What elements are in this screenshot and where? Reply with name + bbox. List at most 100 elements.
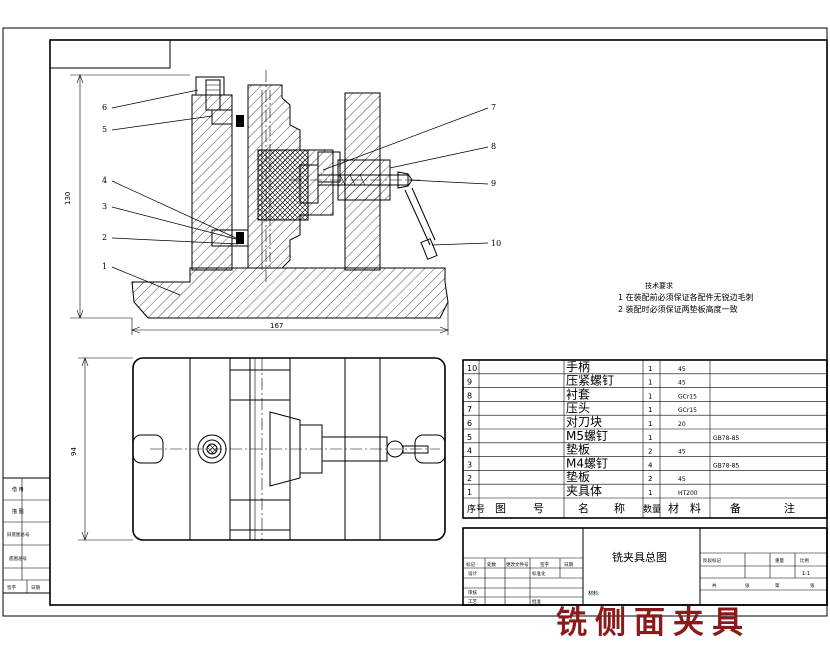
bom-cell-qty: 1 — [648, 379, 652, 387]
bom-header-8: 备 — [730, 501, 741, 515]
fixture-body-base — [131, 267, 449, 319]
tb-review: 审核 — [468, 589, 477, 596]
bom-cell-name: 垫板 — [566, 442, 590, 457]
bom-cell-no: 1 — [467, 488, 472, 497]
bom-header-1: 图 — [495, 502, 506, 515]
drawing-title: 铣夹具总图 — [612, 550, 667, 564]
bom-cell-note: GB78-85 — [713, 462, 739, 469]
bom-cell-qty: 1 — [648, 365, 652, 373]
bom-cell-name: M4螺钉 — [566, 456, 608, 470]
tb-process: 工艺 — [468, 599, 477, 605]
bom-header-0: 序号 — [467, 503, 485, 515]
tb-no: 第 — [775, 582, 780, 589]
bom-cell-name: 对刀块 — [566, 415, 602, 429]
bom-cell-no: 5 — [467, 433, 472, 442]
tb-approve: 批准 — [532, 598, 541, 605]
bom-cell-qty: 1 — [648, 420, 652, 428]
rev-h3: 签字 — [540, 561, 549, 568]
leader-label-5: 5 — [102, 125, 107, 134]
dim-height: 130 — [64, 192, 72, 205]
leader-label-6: 6 — [102, 103, 107, 112]
top-view: 94 — [70, 357, 446, 541]
leader-label-3: 3 — [102, 202, 107, 211]
strip-label-1: 描 图 — [12, 508, 24, 515]
title-block: 标记 处数 更改文件号 签字 日期 设计 审核 工艺 标准化 批准 材料: 铣夹… — [462, 527, 828, 606]
tb-stage: 阶段标记 — [703, 557, 721, 564]
bom-cell-material: 20 — [678, 421, 686, 428]
bom-cell-qty: 1 — [648, 434, 652, 442]
dim-depth: 94 — [70, 447, 78, 456]
tb-sheet: 张 — [810, 582, 815, 589]
bom-cell-qty: 1 — [648, 406, 652, 414]
bom-cell-material: GCr15 — [678, 393, 697, 400]
dim-width: 167 — [270, 322, 283, 330]
front-view: 130 167 6 5 4 3 2 1 7 8 9 10 — [64, 70, 501, 335]
bom-cell-no: 3 — [467, 460, 472, 469]
left-strip: 借 用 描 图 旧底图总号 底图总号 签字 日期 — [2, 477, 51, 594]
tech-item-2: 2 装配时必须保证两垫板高度一致 — [618, 304, 738, 314]
bom-header-6: 材 — [668, 501, 679, 515]
tech-heading: 技术要求 — [645, 281, 673, 290]
bom-cell-no: 8 — [467, 391, 472, 400]
corner-box — [49, 39, 171, 69]
strip-label-0: 借 用 — [12, 486, 24, 493]
bom-cell-no: 4 — [467, 447, 472, 456]
bom-cell-no: 2 — [467, 474, 472, 483]
bom-cell-material: 45 — [678, 476, 686, 483]
watermark-title: 铣侧面夹具 — [556, 605, 751, 641]
bom-cell-material: HT200 — [678, 490, 698, 497]
bom-cell-qty: 1 — [648, 392, 652, 400]
strip-label-4: 签字 — [7, 584, 16, 591]
leader-label-1: 1 — [102, 262, 107, 271]
bom-cell-no: 9 — [467, 378, 472, 387]
bom-header-5: 数量 — [643, 503, 661, 515]
bom-header-3: 名 — [578, 501, 589, 515]
rev-h4: 日期 — [564, 562, 573, 568]
strip-label-2: 旧底图总号 — [7, 531, 30, 538]
tech-item-1: 1 在装配前必须保证各配件无锐边毛刺 — [618, 292, 754, 302]
tb-weight: 重量 — [775, 557, 784, 564]
rev-h0: 标记 — [466, 561, 475, 568]
leader-label-9: 9 — [491, 179, 496, 188]
bom-cell-no: 10 — [467, 364, 477, 373]
rev-h1: 处数 — [487, 561, 496, 568]
strip-label-5: 日期 — [31, 585, 40, 591]
bom-cell-material: 45 — [678, 366, 686, 373]
bom-cell-name: 衬套 — [566, 387, 590, 401]
cutter-set-block — [195, 76, 225, 96]
bom-cell-name: M5螺钉 — [566, 429, 608, 443]
bom-header-7: 料 — [690, 501, 701, 515]
bom-cell-no: 7 — [467, 405, 472, 414]
tb-scale-h: 比例 — [800, 557, 809, 564]
leader-label-10: 10 — [491, 239, 501, 248]
bom-cell-no: 6 — [467, 419, 472, 428]
bom-cell-qty: 4 — [648, 461, 653, 469]
leader-label-7: 7 — [491, 103, 496, 112]
bom-cell-material: 45 — [678, 449, 686, 456]
bom-cell-qty: 2 — [648, 448, 652, 456]
bom-cell-material: 45 — [678, 380, 686, 387]
bom-cell-name: 压头 — [566, 401, 590, 415]
leader-label-8: 8 — [491, 142, 496, 151]
bom-cell-name: 手柄 — [566, 360, 590, 374]
handle — [404, 187, 436, 246]
bom-cell-name: 压紧螺钉 — [566, 374, 614, 388]
leader-label-2: 2 — [102, 233, 107, 242]
bom-cell-note: GB78-85 — [713, 435, 739, 442]
bom-header-9: 注 — [784, 501, 795, 515]
bom-cell-name: 垫板 — [566, 469, 590, 484]
bom-cell-material: GCr15 — [678, 407, 697, 414]
tb-sheets: 张 — [745, 582, 750, 589]
bom-cell-qty: 2 — [648, 475, 652, 483]
tb-scale: 1:1 — [802, 571, 810, 577]
tb-standard: 标准化 — [532, 570, 546, 577]
bom-cell-name: 夹具体 — [566, 484, 602, 498]
rev-h2: 更改文件号 — [506, 561, 529, 568]
bom-header-4: 称 — [614, 501, 625, 515]
tb-total: 共 — [712, 582, 717, 589]
tech-requirements: 技术要求 1 在装配前必须保证各配件无锐边毛刺 2 装配时必须保证两垫板高度一致 — [618, 281, 754, 314]
bom-header-2: 号 — [533, 502, 544, 515]
bom-cell-qty: 1 — [648, 489, 652, 497]
